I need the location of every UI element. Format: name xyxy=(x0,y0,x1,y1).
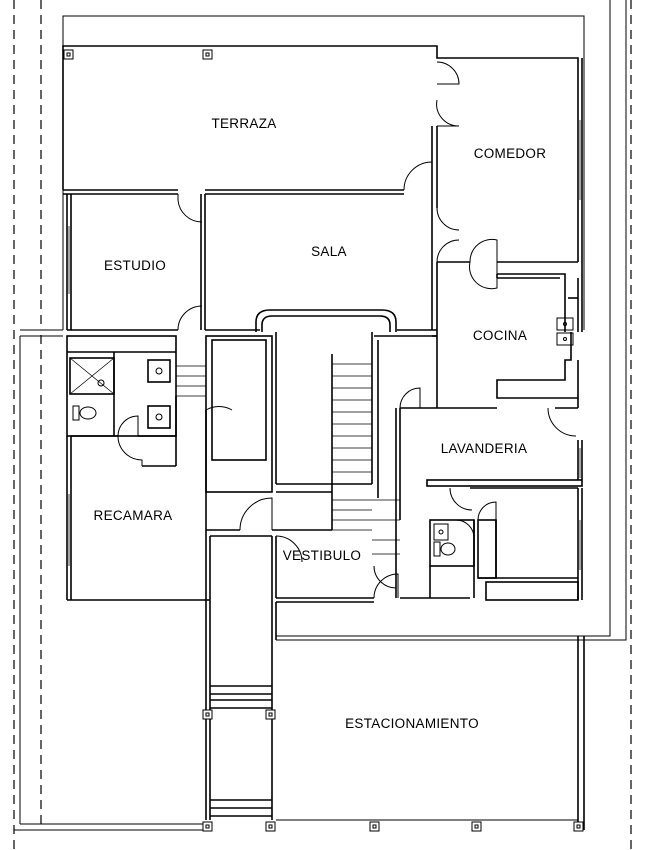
bath-right xyxy=(429,519,475,598)
room-label-estudio: ESTUDIO xyxy=(104,258,166,273)
room-label-lavanderia: LAVANDERIA xyxy=(441,441,528,456)
bodega-walls xyxy=(477,488,583,601)
room-label-recamara: RECAMARA xyxy=(94,508,173,523)
room-label-cocina: COCINA xyxy=(473,328,527,343)
room-label-comedor: COMEDOR xyxy=(474,146,547,161)
stair-rail-curve xyxy=(255,309,397,332)
estudio-sala-walls xyxy=(66,194,438,408)
terraza-walls xyxy=(62,45,438,195)
cocina-walls xyxy=(437,273,579,409)
stair-core xyxy=(205,332,437,530)
estacionamiento-walls xyxy=(210,636,585,830)
property-boundary xyxy=(13,0,632,850)
room-label-vestibulo: VESTIBULO xyxy=(283,548,361,563)
window-marks xyxy=(68,120,581,570)
stair-treads xyxy=(176,363,400,555)
door-swings xyxy=(117,61,577,599)
recamara-walls xyxy=(66,396,210,601)
bath-left xyxy=(66,335,177,437)
room-label-estacionamiento: ESTACIONAMIENTO xyxy=(345,716,479,731)
room-label-terraza: TERRAZA xyxy=(211,116,276,131)
structural-columns xyxy=(63,49,584,832)
room-label-sala: SALA xyxy=(311,244,347,259)
outer-perimeter xyxy=(14,0,627,831)
comedor-walls xyxy=(431,54,583,332)
lavanderia-walls xyxy=(395,407,583,598)
vestibulo-walls xyxy=(205,529,470,820)
